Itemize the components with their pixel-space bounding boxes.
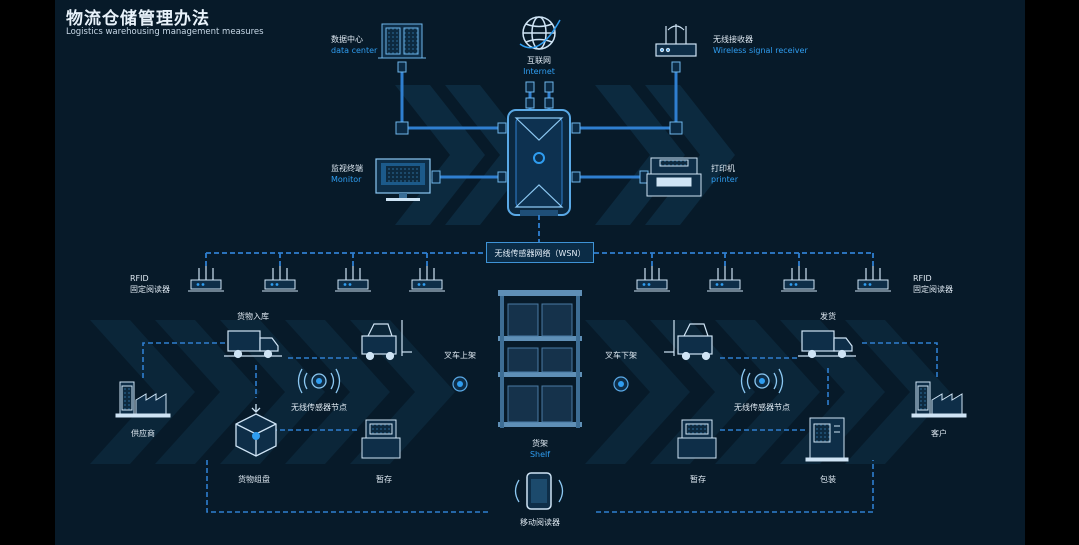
label-rfid-right: RFID 固定阅读器 [913,273,953,295]
label-shipping: 发货 [820,312,836,321]
label-shelf: 货架 Shelf [530,438,550,460]
mobile-reader-icon [514,472,564,510]
label-monitor-en: Monitor [331,175,362,184]
label-customer: 客户 [931,429,947,438]
label-wireless-receiver-en: Wireless signal receiver [713,46,808,55]
label-printer: 打印机 printer [711,163,738,185]
label-printer-zh: 打印机 [711,164,735,173]
truck-icon-inbound [224,330,282,359]
label-rfid-right-line2: 固定阅读器 [913,285,953,294]
pallet-cube-icon [235,404,277,457]
label-monitor-zh: 监视终端 [331,164,363,173]
label-shelf-zh: 货架 [531,439,548,448]
storage-box-icon-right [677,419,717,459]
chevron-decor-top [395,85,735,225]
sensor-node-icon-left [297,368,341,394]
central-hub-icon [507,109,571,216]
connector-plugs [395,61,683,184]
label-rfid-right-line1: RFID [913,274,932,283]
rfid-reader-icon [855,266,891,292]
label-shelf-en: Shelf [529,450,551,459]
label-wireless-receiver-zh: 无线接收器 [713,35,753,44]
wsn-network-box: 无线传感器网络（WSN） [486,242,594,263]
truck-icon-shipping [798,330,856,359]
label-forklift-down: 叉车下架 [605,351,637,360]
rfid-readers [188,266,891,292]
label-temp-storage-right: 暂存 [690,475,706,484]
label-rfid-left-line1: RFID [130,274,149,283]
label-rfid-left: RFID 固定阅读器 [130,273,170,295]
wsn-bus [205,215,874,268]
rfid-reader-icon [707,266,743,292]
sensor-node-icon-right [740,368,784,394]
label-wireless-receiver: 无线接收器 Wireless signal receiver [713,34,808,56]
page-subtitle: Logistics warehousing management measure… [66,27,264,37]
page-title: 物流仓储管理办法 [66,9,210,29]
label-internet-zh: 互联网 [526,56,551,65]
label-mobile-reader: 移动阅读器 [520,518,560,527]
label-forklift-up: 叉车上架 [444,351,476,360]
factory-icon-supplier [115,381,171,418]
label-sensor-node-left: 无线传感器节点 [291,403,347,412]
storage-box-icon-left [361,419,401,459]
label-internet-en: Internet [523,67,555,76]
label-sensor-node-right: 无线传感器节点 [734,403,790,412]
rfid-reader-icon [634,266,670,292]
forklift-icon-up [361,320,412,361]
packaging-machine-icon [805,417,849,462]
router-icon [655,24,697,57]
label-rfid-left-line2: 固定阅读器 [130,285,170,294]
shelf-icon [498,290,582,428]
rfid-reader-icon [409,266,445,292]
globe-icon [519,16,561,50]
label-monitor: 监视终端 Monitor [331,163,363,185]
label-internet: 互联网 Internet [523,55,555,77]
label-supplier: 供应商 [131,429,155,438]
server-icon [378,23,426,59]
forklift-icon-down [664,320,713,361]
rfid-reader-icon [335,266,371,292]
rfid-reader-icon [262,266,298,292]
label-packaging: 包装 [820,475,836,484]
factory-icon-customer [911,381,967,418]
rfid-reader-icon [188,266,224,292]
sensor-dot-icon-right [613,376,629,392]
label-pallet-assembly: 货物组盘 [238,475,270,484]
monitor-icon [375,158,431,201]
label-data-center-en: data center [331,46,378,55]
label-printer-en: printer [711,175,739,184]
label-goods-inbound: 货物入库 [237,312,269,321]
printer-icon [646,157,702,197]
label-data-center: 数据中心 data center [331,34,377,56]
rfid-reader-icon [781,266,817,292]
sensor-dot-icon-left [452,376,468,392]
flow-lines [142,342,938,513]
label-temp-storage-left: 暂存 [376,475,392,484]
label-data-center-zh: 数据中心 [331,35,363,44]
